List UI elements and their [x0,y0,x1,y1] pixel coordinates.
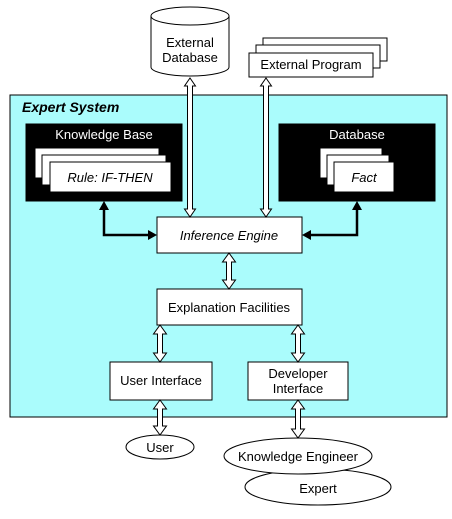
database-title: Database [329,127,385,142]
developer-interface-box [247,361,349,401]
user-interface-box [109,361,213,401]
explanation-facilities-box [156,288,303,326]
inference-engine-box [156,216,303,254]
knowledge-base-title: Knowledge Base [55,127,153,142]
kb-to-inference-connector [99,201,157,240]
arrow-external-program-to-inference [259,77,273,218]
expert-label: Expert [299,481,337,496]
arrow-developer-interface-to-knowledge-engineer [290,399,306,439]
db-to-inference-connector [302,201,362,240]
user-label: User [146,440,174,455]
hollow-arrow-group [152,77,306,439]
knowledge-base-rule-label: Rule: IF-THEN [67,170,153,185]
user-interface-label: User Interface [120,373,202,388]
expert-system-title: Expert System [22,99,119,115]
database-fact-label: Fact [351,170,378,185]
arrow-user-interface-to-user [152,399,168,436]
external-database-cylinder: External Database [150,6,230,77]
external-database-label-line1: External [166,35,214,50]
developer-interface-label-line1: Developer [268,366,328,381]
external-program-stack: External Program [248,37,388,78]
arrow-inference-to-explanation [221,252,237,290]
knowledge-engineer-label: Knowledge Engineer [238,449,359,464]
arrow-explanation-to-developer-interface [290,324,306,363]
inference-engine-label: Inference Engine [180,228,278,243]
explanation-facilities-label: Explanation Facilities [168,300,291,315]
arrow-external-database-to-inference [183,77,197,218]
arrow-explanation-to-user-interface [152,324,168,363]
external-program-label: External Program [260,57,361,72]
database-block: Database Fact [278,123,436,202]
developer-interface-label-line2: Interface [273,381,324,396]
external-database-label-line2: Database [162,50,218,65]
knowledge-base: Knowledge Base Rule: IF-THEN [25,123,183,202]
